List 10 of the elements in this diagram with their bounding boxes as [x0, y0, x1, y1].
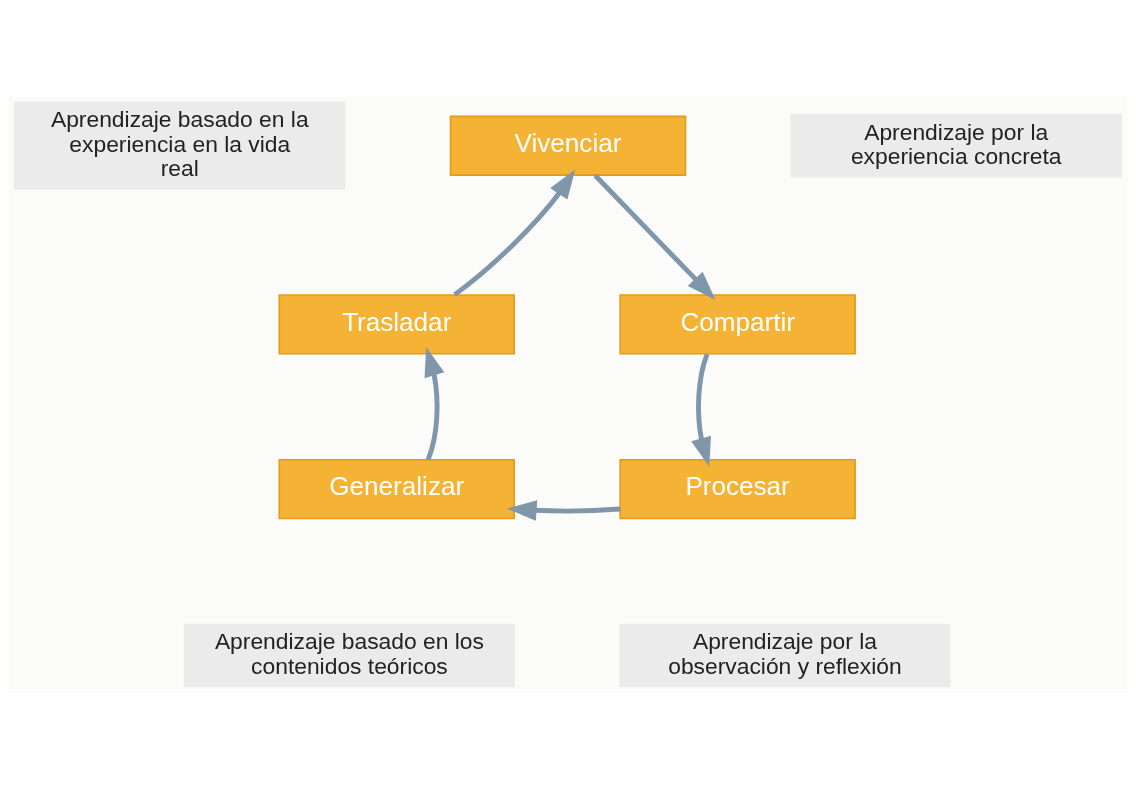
node-box: Vivenciar: [449, 115, 687, 176]
arrow: [424, 347, 445, 461]
node-box: Generalizar: [278, 458, 515, 520]
arrow: [507, 500, 621, 521]
node-box: Procesar: [619, 458, 856, 520]
arrow: [593, 173, 716, 300]
arrow: [453, 169, 576, 297]
node-box: Trasladar: [278, 294, 515, 355]
arrow: [691, 353, 711, 467]
node-box: Compartir: [619, 294, 856, 355]
